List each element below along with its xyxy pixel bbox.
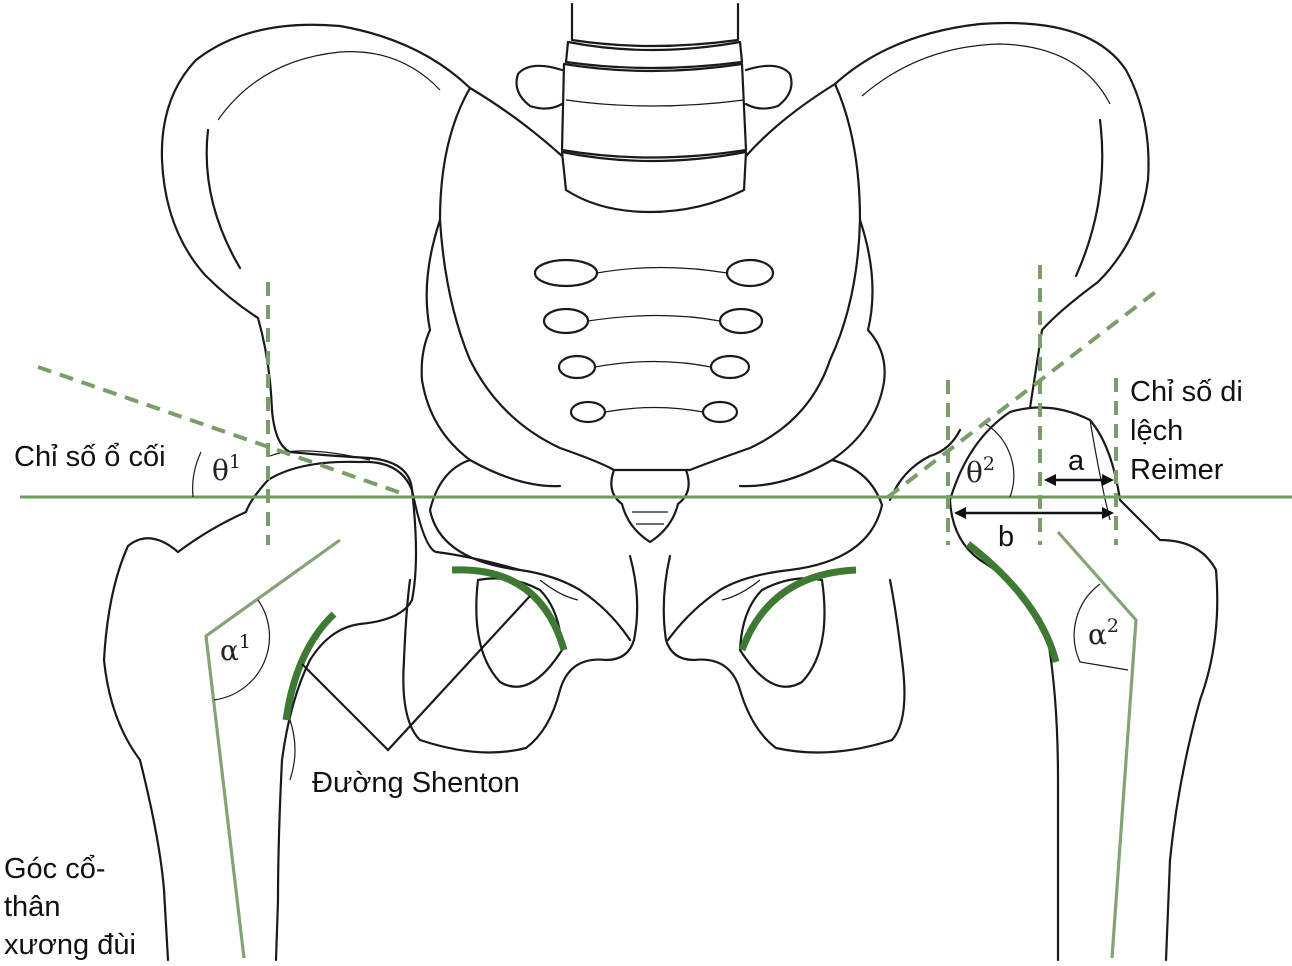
sacral-foramen [542, 307, 590, 335]
reimer-measurements [954, 474, 1114, 519]
shenton-pointer [301, 595, 531, 752]
reimer-label-line2: lệch [1130, 415, 1183, 447]
sacral-foramen [725, 258, 775, 288]
left-femur [102, 450, 418, 962]
left-shenton-femoral [282, 611, 337, 721]
right-acetabular-roof-line [886, 288, 1160, 499]
left-acetabular-roof-line [37, 365, 405, 496]
alpha-2-arc [1073, 583, 1129, 671]
left-obturator-foramen [475, 577, 564, 688]
theta-1-symbol: θ1 [212, 451, 241, 487]
alpha-2-symbol: α2 [1088, 615, 1119, 651]
lumbar-spine [515, 2, 793, 214]
measure-b-label: b [998, 521, 1014, 553]
acetabular-index-label: Chỉ số ổ cối [14, 441, 166, 473]
alpha-1-arc [213, 599, 271, 701]
shenton-lines [282, 541, 1060, 721]
sacrum [438, 82, 862, 544]
right-ilium [666, 21, 1150, 642]
theta-2-symbol: θ2 [966, 453, 995, 489]
theta-1-arc [192, 451, 202, 498]
coccyx [610, 468, 690, 544]
reimer-label-line3: Reimer [1130, 454, 1224, 486]
left-neck-shaft-line [204, 538, 341, 959]
sacral-foramen [709, 354, 751, 380]
sacral-foramen [718, 307, 764, 335]
sacral-foramen [533, 258, 599, 288]
neck-shaft-label-line3: xương đùi [4, 929, 136, 961]
acetabular-lines [37, 288, 1160, 499]
neck-shaft-label-line2: thân [4, 891, 60, 923]
theta-2-arc [985, 423, 1015, 498]
right-shenton-pubic [738, 566, 857, 652]
neck-shaft-label-line1: Góc cổ- [4, 853, 106, 885]
angle-arcs [192, 423, 1129, 701]
alpha-1-symbol: α1 [220, 631, 251, 667]
left-shenton-pubic [451, 566, 568, 651]
perkins-lines [266, 265, 1118, 545]
right-neck-shaft-line [1056, 530, 1138, 959]
right-shenton-femoral [965, 541, 1060, 663]
right-obturator-foramen [738, 577, 826, 688]
sacral-foramen [701, 400, 739, 424]
neck-shaft-lines [204, 530, 1138, 959]
pubis-ischium [402, 488, 906, 754]
right-femur [888, 406, 1219, 962]
shenton-line-label: Đường Shenton [312, 767, 520, 799]
reimer-label-line1: Chỉ số di [1130, 376, 1243, 408]
sacral-foramen [569, 400, 607, 424]
sacral-foramen [557, 354, 597, 380]
measure-a-label: a [1068, 445, 1085, 477]
